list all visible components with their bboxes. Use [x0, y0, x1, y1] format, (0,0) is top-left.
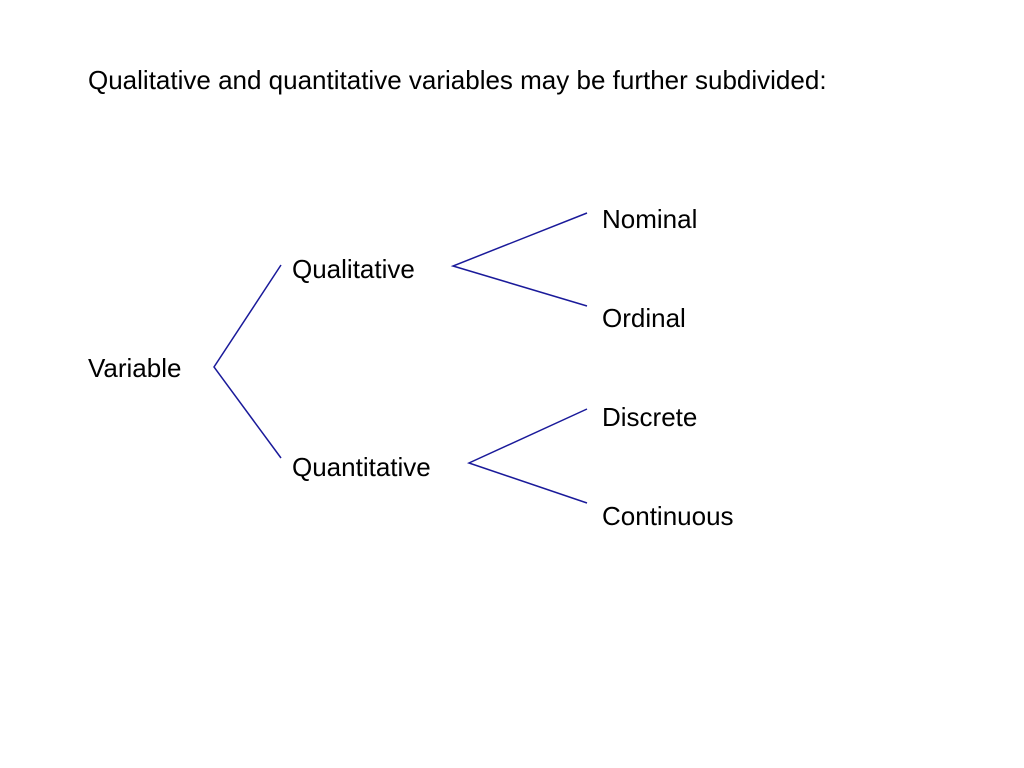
- node-quantitative: Quantitative: [292, 452, 431, 482]
- node-continuous: Continuous: [602, 501, 734, 531]
- slide-heading: Qualitative and quantitative variables m…: [88, 65, 827, 95]
- node-nominal: Nominal: [602, 204, 698, 234]
- connector-quantitative: [466, 408, 588, 504]
- connector-qualitative: [450, 212, 588, 307]
- connector-variable: [213, 264, 282, 459]
- node-ordinal: Ordinal: [602, 303, 686, 333]
- node-variable: Variable: [88, 353, 182, 383]
- node-discrete: Discrete: [602, 402, 698, 432]
- node-qualitative: Qualitative: [292, 254, 415, 284]
